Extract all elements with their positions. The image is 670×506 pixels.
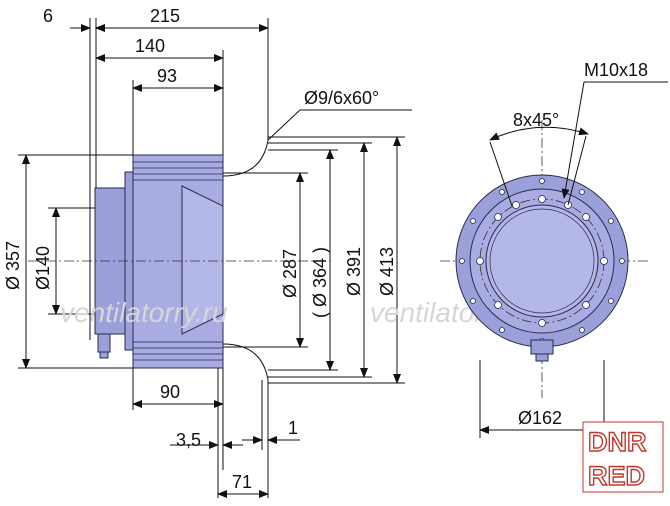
watermark-left: ventilatorry.ru	[60, 297, 228, 328]
impeller-ribs	[133, 161, 223, 361]
dim-140: 140	[135, 36, 165, 56]
dim-71: 71	[232, 472, 252, 492]
front-connector-tip	[535, 353, 549, 362]
side-dimensions: 6 215 140 93 Ø9/6x60° Ø 357 Ø140	[3, 6, 412, 498]
front-connector	[530, 339, 554, 355]
logo-line1: DNR	[588, 427, 647, 457]
dim-dia357: Ø 357	[3, 241, 23, 290]
dim-dia287: Ø 287	[280, 249, 300, 298]
dnr-red-logo: DNR RED	[582, 421, 664, 493]
cable-connector	[97, 333, 111, 353]
inner-ring	[485, 204, 599, 318]
dim-thread: M10x18	[584, 60, 648, 80]
dim-1: 1	[288, 418, 298, 438]
dim-dia391: Ø 391	[344, 247, 364, 296]
dim-215: 215	[150, 6, 180, 26]
logo-line2: RED	[588, 461, 645, 491]
dim-dia413: Ø 413	[377, 247, 397, 296]
dim-6: 6	[43, 6, 53, 26]
dim-93: 93	[157, 66, 177, 86]
connector-tip	[99, 351, 109, 359]
dim-hole-spec: Ø9/6x60°	[304, 88, 379, 108]
nozzle-bottom	[222, 343, 269, 381]
dim-dia140: Ø140	[33, 246, 53, 290]
inlet-cone	[181, 185, 224, 335]
dim-dia162: Ø162	[518, 408, 562, 428]
nozzle-top	[222, 139, 269, 177]
dim-90: 90	[160, 382, 180, 402]
dim-bolt-angle: 8x45°	[513, 110, 559, 130]
dim-dia364: ( Ø 364 )	[310, 247, 330, 318]
dim-3-5: 3,5	[176, 430, 201, 450]
side-view	[28, 139, 330, 381]
front-view: 8x45° M10x18 Ø162	[440, 60, 668, 438]
bolt-holes	[476, 195, 608, 327]
